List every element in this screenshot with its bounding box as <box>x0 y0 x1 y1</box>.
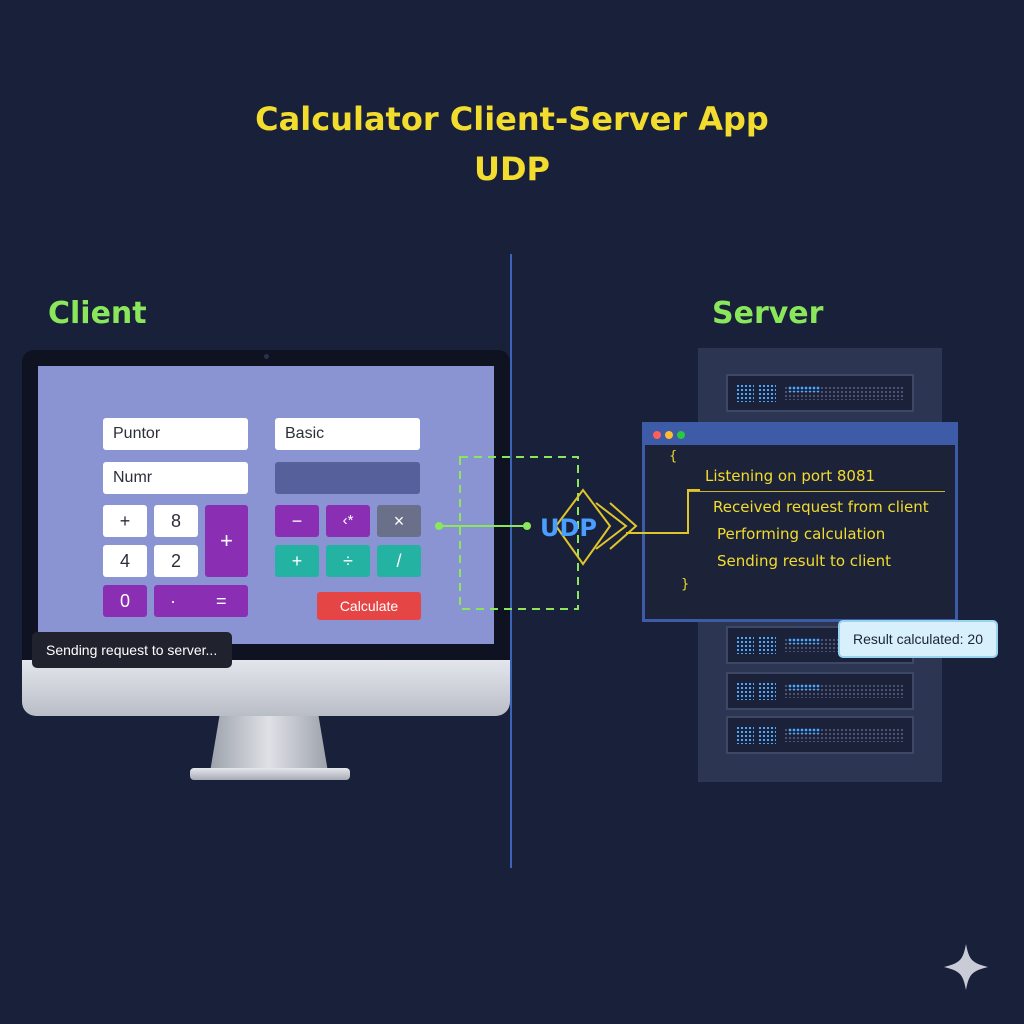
type-field[interactable]: Basic <box>275 418 420 450</box>
key-dot-equals[interactable]: · = <box>154 585 248 617</box>
diagram-title: Calculator Client-Server App <box>255 100 769 138</box>
key-equals-label: = <box>216 591 227 611</box>
client-connector-dot <box>435 522 443 530</box>
divider-line <box>510 254 512 868</box>
monitor-camera <box>264 354 269 359</box>
udp-protocol-label: UDP <box>540 514 597 542</box>
terminal-brace-open: { <box>669 449 678 464</box>
key-0[interactable]: 0 <box>103 585 147 617</box>
key-slash[interactable]: / <box>377 545 421 577</box>
display-field <box>275 462 420 494</box>
arrow-chevron-icon <box>609 502 638 550</box>
calculate-button[interactable]: Calculate <box>317 592 421 620</box>
mode-field[interactable]: Puntor <box>103 418 248 450</box>
key-plus-teal[interactable]: + <box>275 545 319 577</box>
key-divide[interactable]: ÷ <box>326 545 370 577</box>
key-2[interactable]: 2 <box>154 545 198 577</box>
key-multiply[interactable]: ‹* <box>326 505 370 537</box>
arrow-chevron-icon <box>595 502 628 550</box>
status-toast: Sending request to server... <box>32 632 232 668</box>
terminal-line-calculating: Performing calculation <box>717 525 886 543</box>
key-dot-label: · <box>170 591 176 611</box>
terminal-line-sending: Sending result to client <box>717 552 891 570</box>
maximize-dot-icon <box>677 431 685 439</box>
terminal-line-listening: Listening on port 8081 <box>705 467 876 485</box>
key-plus-large[interactable]: + <box>205 505 248 577</box>
monitor-stand <box>210 716 328 772</box>
number-field[interactable]: Numr <box>103 462 248 494</box>
monitor-base <box>190 768 350 780</box>
client-label: Client <box>48 296 147 331</box>
udp-packet-box <box>459 456 579 610</box>
close-dot-icon <box>653 431 661 439</box>
minimize-dot-icon <box>665 431 673 439</box>
key-minus[interactable]: − <box>275 505 319 537</box>
key-4[interactable]: 4 <box>103 545 147 577</box>
diagram-subtitle: UDP <box>474 150 550 188</box>
key-8[interactable]: 8 <box>154 505 198 537</box>
terminal-title-bar <box>645 425 955 445</box>
terminal-brace-close: } <box>681 577 690 592</box>
terminal-separator <box>689 491 945 492</box>
server-unit <box>726 672 914 710</box>
result-badge: Result calculated: 20 <box>838 620 998 658</box>
key-clear[interactable]: × <box>377 505 421 537</box>
server-label: Server <box>712 296 824 331</box>
server-connector-line <box>626 489 700 534</box>
terminal-line-received: Received request from client <box>713 498 929 516</box>
server-unit <box>726 716 914 754</box>
key-plus[interactable]: + <box>103 505 147 537</box>
server-terminal: { Listening on port 8081 Received reques… <box>642 422 958 622</box>
server-unit <box>726 374 914 412</box>
udp-connector-dot <box>523 522 531 530</box>
monitor-chin <box>22 660 510 716</box>
sparkle-icon <box>944 944 988 990</box>
udp-diamond-shape <box>555 488 612 566</box>
